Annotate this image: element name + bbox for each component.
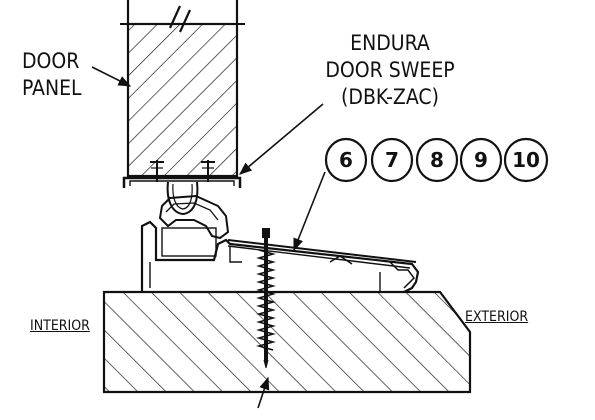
interior-label: INTERIOR bbox=[30, 318, 90, 334]
callout-circles bbox=[324, 137, 549, 183]
floor-sill bbox=[102, 290, 472, 394]
callout-7: 7 bbox=[385, 148, 399, 172]
break-mark-right bbox=[178, 9, 192, 33]
door-panel-label-line2: PANEL bbox=[22, 76, 82, 100]
door-panel-leader bbox=[91, 66, 132, 87]
door-sweep-label-line1: ENDURA bbox=[350, 31, 430, 55]
fastener-screw bbox=[256, 228, 276, 369]
callout-6: 6 bbox=[339, 148, 353, 172]
exterior-label: EXTERIOR bbox=[465, 309, 529, 325]
callout-10: 10 bbox=[512, 148, 540, 172]
door-panel-label-line1: DOOR bbox=[22, 49, 80, 73]
callout-9: 9 bbox=[474, 148, 488, 172]
break-mark-left bbox=[168, 5, 182, 29]
threshold bbox=[140, 194, 420, 293]
callout-leader bbox=[293, 171, 326, 252]
door-sweep-label-line2: DOOR SWEEP bbox=[325, 58, 455, 82]
screw-leader bbox=[257, 376, 270, 409]
door-panel-label: DOOR PANEL bbox=[22, 48, 82, 102]
callout-8: 8 bbox=[430, 148, 444, 172]
door-panel bbox=[120, 0, 245, 178]
sweep-leader bbox=[239, 103, 324, 175]
door-sweep-label: ENDURA DOOR SWEEP (DBK-ZAC) bbox=[300, 30, 480, 111]
door-sweep-label-line3: (DBK-ZAC) bbox=[341, 85, 439, 109]
